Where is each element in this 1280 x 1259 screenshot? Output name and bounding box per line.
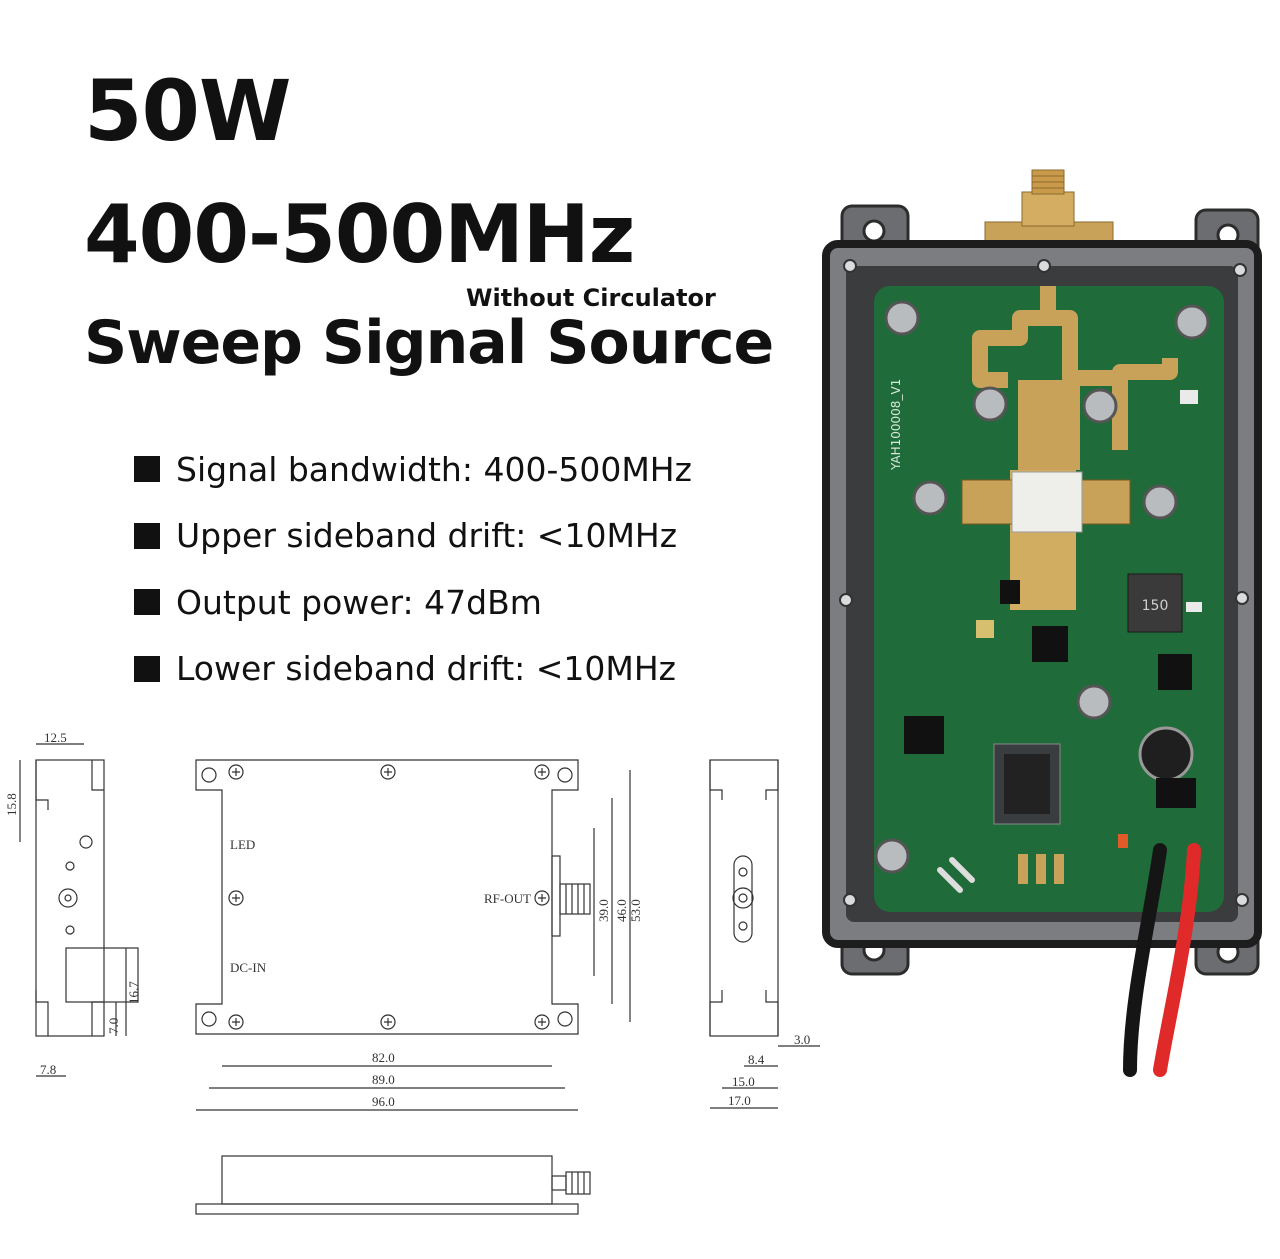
sma-connector-icon — [551, 855, 591, 937]
dim-16-7: 16.7 — [126, 981, 141, 1004]
square-bullet-icon — [134, 522, 160, 549]
dim-15-0: 15.0 — [732, 1074, 755, 1089]
smd-component: 150 — [904, 390, 1202, 884]
dim-8-4: 8.4 — [748, 1052, 765, 1067]
led-label: LED — [230, 837, 255, 852]
pcb-marking: YAH100008_V1 — [889, 379, 903, 471]
sma-connector-icon — [984, 169, 1114, 249]
spec-text: Upper sideband drift: <10MHz — [176, 516, 678, 556]
side-view-right: 3.0 8.4 15.0 17.0 — [709, 759, 820, 1109]
screw-icon — [874, 300, 1210, 874]
square-bullet-icon — [134, 589, 160, 616]
spec-item: Lower sideband drift: <10MHz — [134, 636, 692, 703]
title-note: Without Circulator — [466, 284, 716, 312]
dim-3-0: 3.0 — [794, 1032, 810, 1047]
screw-icon — [228, 764, 550, 1030]
square-bullet-icon — [134, 456, 160, 483]
spec-list: Signal bandwidth: 400-500MHz Upper sideb… — [134, 436, 692, 702]
spec-text: Signal bandwidth: 400-500MHz — [176, 449, 692, 489]
dim-7-8: 7.8 — [40, 1062, 56, 1077]
dim-82-0: 82.0 — [372, 1050, 395, 1065]
dim-39-0: 39.0 — [596, 899, 611, 922]
dim-12-5: 12.5 — [44, 730, 67, 745]
dim-53-0: 53.0 — [628, 899, 643, 922]
spec-text: Lower sideband drift: <10MHz — [176, 649, 676, 689]
mechanical-drawing: 12.5 15.8 16.7 7.0 7.8 LED RF-OUT DC-IN — [4, 730, 820, 1215]
front-view — [195, 1155, 591, 1215]
dim-17-0: 17.0 — [728, 1093, 751, 1108]
spec-item: Output power: 47dBm — [134, 569, 692, 636]
power-transistor — [961, 471, 1131, 533]
dc-in-label: DC-IN — [230, 960, 267, 975]
dim-89-0: 89.0 — [372, 1072, 395, 1087]
dim-15-8: 15.8 — [4, 793, 19, 816]
inductor-marking: 150 — [1142, 598, 1169, 614]
title-power: 50W — [84, 62, 292, 160]
dim-7-0: 7.0 — [106, 1018, 121, 1034]
spec-item: Signal bandwidth: 400-500MHz — [134, 436, 692, 503]
dim-46-0: 46.0 — [614, 899, 629, 922]
title-product: Sweep Signal Source — [84, 308, 774, 378]
spec-text: Output power: 47dBm — [176, 582, 542, 622]
top-view: LED RF-OUT DC-IN 39.0 46.0 53.0 82.0 89.… — [195, 759, 643, 1111]
power-wires — [937, 843, 1201, 1077]
rf-out-label: RF-OUT — [484, 891, 531, 906]
title-frequency: 400-500MHz — [84, 188, 635, 281]
square-bullet-icon — [134, 655, 160, 682]
dim-96-0: 96.0 — [372, 1094, 395, 1109]
side-view-left: 12.5 15.8 16.7 7.0 7.8 — [4, 730, 141, 1077]
spec-item: Upper sideband drift: <10MHz — [134, 503, 692, 570]
product-photo: 150 YAH100008_V1 — [822, 169, 1262, 1077]
